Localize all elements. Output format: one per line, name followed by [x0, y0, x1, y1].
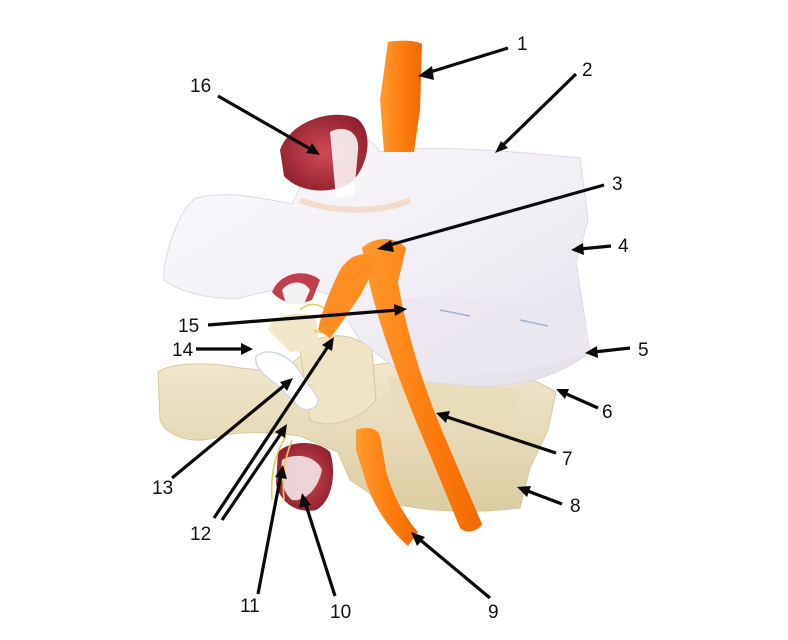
arrowhead-6 — [556, 389, 569, 399]
arrowhead-8 — [517, 486, 531, 497]
callout-label-5: 5 — [638, 340, 649, 361]
leader-8 — [524, 488, 563, 506]
leader-10 — [303, 501, 337, 597]
leader-7 — [443, 414, 557, 455]
arrowhead-3 — [377, 240, 394, 252]
arrowhead-10 — [299, 493, 311, 508]
callout-label-11: 11 — [240, 596, 260, 617]
leader-5 — [593, 346, 631, 354]
upper-red-facet — [280, 114, 368, 198]
callout-label-15: 15 — [178, 316, 199, 337]
leader-11 — [256, 473, 283, 595]
arrowhead-12b — [275, 424, 287, 438]
arrowhead-11 — [275, 465, 287, 479]
arrowhead-13 — [280, 378, 293, 391]
callout-label-10: 10 — [330, 602, 351, 623]
callout-label-8: 8 — [570, 496, 581, 517]
arrowhead-7 — [436, 411, 450, 423]
nerve-root-lower — [356, 428, 418, 546]
nerve-root-top — [380, 40, 422, 152]
callout-label-1: 1 — [517, 34, 528, 55]
leader-16 — [217, 94, 313, 152]
arrowhead-1 — [418, 66, 434, 80]
callout-label-13: 13 — [152, 478, 173, 499]
leader-15 — [207, 308, 399, 327]
leader-6 — [561, 390, 599, 410]
leader-2 — [498, 72, 578, 150]
arrowhead-4 — [571, 243, 584, 255]
callout-label-3: 3 — [612, 174, 623, 195]
callout-labels: 1 2 3 4 5 6 7 8 9 10 11 12 13 14 15 16 — [152, 34, 649, 623]
arrowhead-2 — [495, 141, 508, 153]
leader-9 — [416, 536, 492, 600]
arrowhead-15 — [394, 304, 407, 316]
callout-label-2: 2 — [582, 60, 593, 81]
nerve-roots — [318, 40, 482, 546]
callout-label-6: 6 — [602, 402, 613, 423]
leader-13 — [170, 382, 288, 480]
callout-label-4: 4 — [618, 236, 629, 257]
nerve-root-main — [362, 239, 482, 532]
spine-model — [157, 40, 591, 546]
leader-lines — [170, 46, 631, 600]
callout-label-16: 16 — [190, 76, 211, 97]
mid-red-facet — [272, 273, 320, 304]
callout-label-14: 14 — [172, 340, 194, 361]
callout-label-9: 9 — [488, 602, 499, 623]
arrowhead-16 — [306, 143, 320, 155]
arrowhead-12a — [322, 337, 334, 351]
leader-1 — [426, 46, 509, 75]
arrowhead-5 — [585, 346, 598, 358]
leader-12a — [212, 344, 331, 519]
callout-label-12: 12 — [190, 524, 211, 545]
arrowhead-9 — [411, 532, 425, 546]
nerve-root-left — [318, 254, 378, 338]
lower-red-facet — [276, 443, 334, 511]
leader-4 — [579, 244, 612, 251]
callout-label-7: 7 — [562, 449, 573, 470]
leader-3 — [385, 183, 605, 248]
arrowhead-14 — [241, 343, 253, 355]
leader-12b — [220, 431, 284, 521]
